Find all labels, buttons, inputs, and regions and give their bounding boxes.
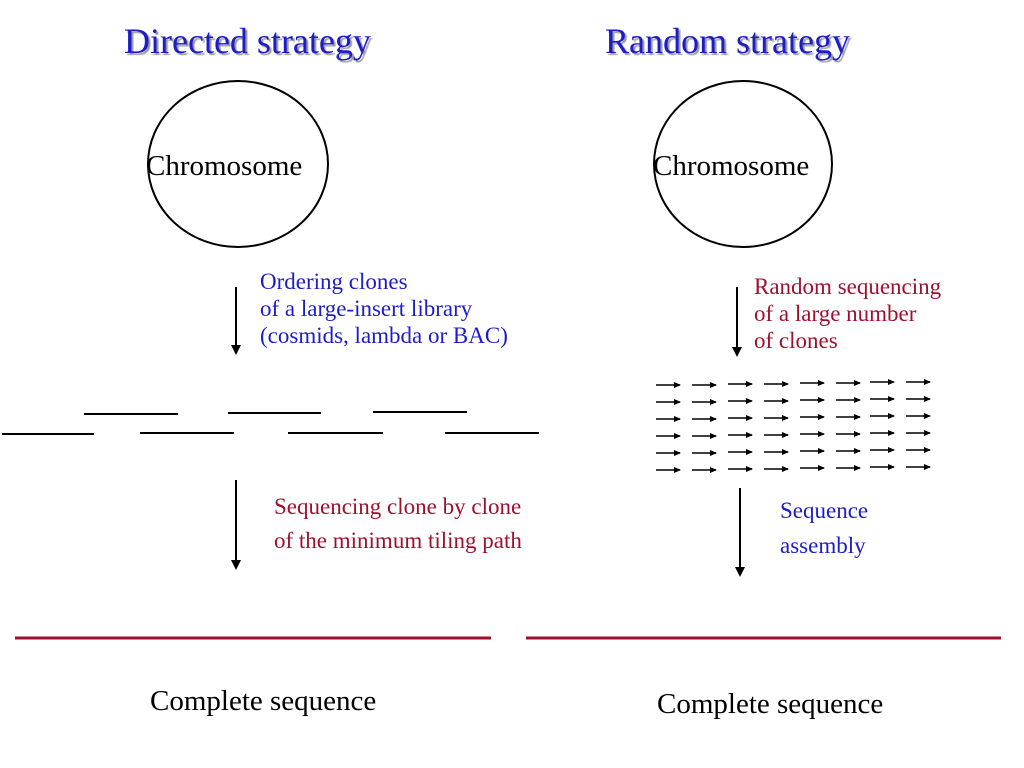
directed-chromosome-label: Chromosome (146, 150, 303, 182)
directed-step2-note: Sequencing clone by clone of the minimum… (274, 490, 522, 558)
note-line: Random sequencing (754, 274, 942, 299)
random-step2-note: Sequence assembly (780, 493, 868, 563)
random-chromosome-label: Chromosome (653, 150, 810, 182)
note-line: of clones (754, 328, 838, 353)
note-line: Ordering clones (260, 269, 408, 294)
note-line: assembly (780, 533, 866, 558)
note-line: of a large number (754, 301, 917, 326)
random-chromosome-circle (653, 80, 833, 248)
note-line: (cosmids, lambda or BAC) (260, 323, 508, 348)
note-line: Sequencing clone by clone (274, 494, 522, 519)
random-strategy-title: Random strategy (605, 21, 850, 61)
note-line: of a large-insert library (260, 296, 473, 321)
directed-complete-sequence-label: Complete sequence (150, 685, 377, 717)
random-step1-note: Random sequencing of a large number of c… (754, 273, 941, 354)
note-line: of the minimum tiling path (274, 528, 522, 553)
clone-tiling-path (2, 411, 539, 435)
random-complete-sequence-label: Complete sequence (657, 688, 884, 720)
note-line: Sequence (780, 498, 869, 523)
random-reads-grid (656, 379, 931, 473)
directed-step1-note: Ordering clones of a large-insert librar… (260, 268, 508, 349)
directed-chromosome-circle (147, 80, 329, 248)
directed-strategy-title: Directed strategy (124, 21, 371, 61)
